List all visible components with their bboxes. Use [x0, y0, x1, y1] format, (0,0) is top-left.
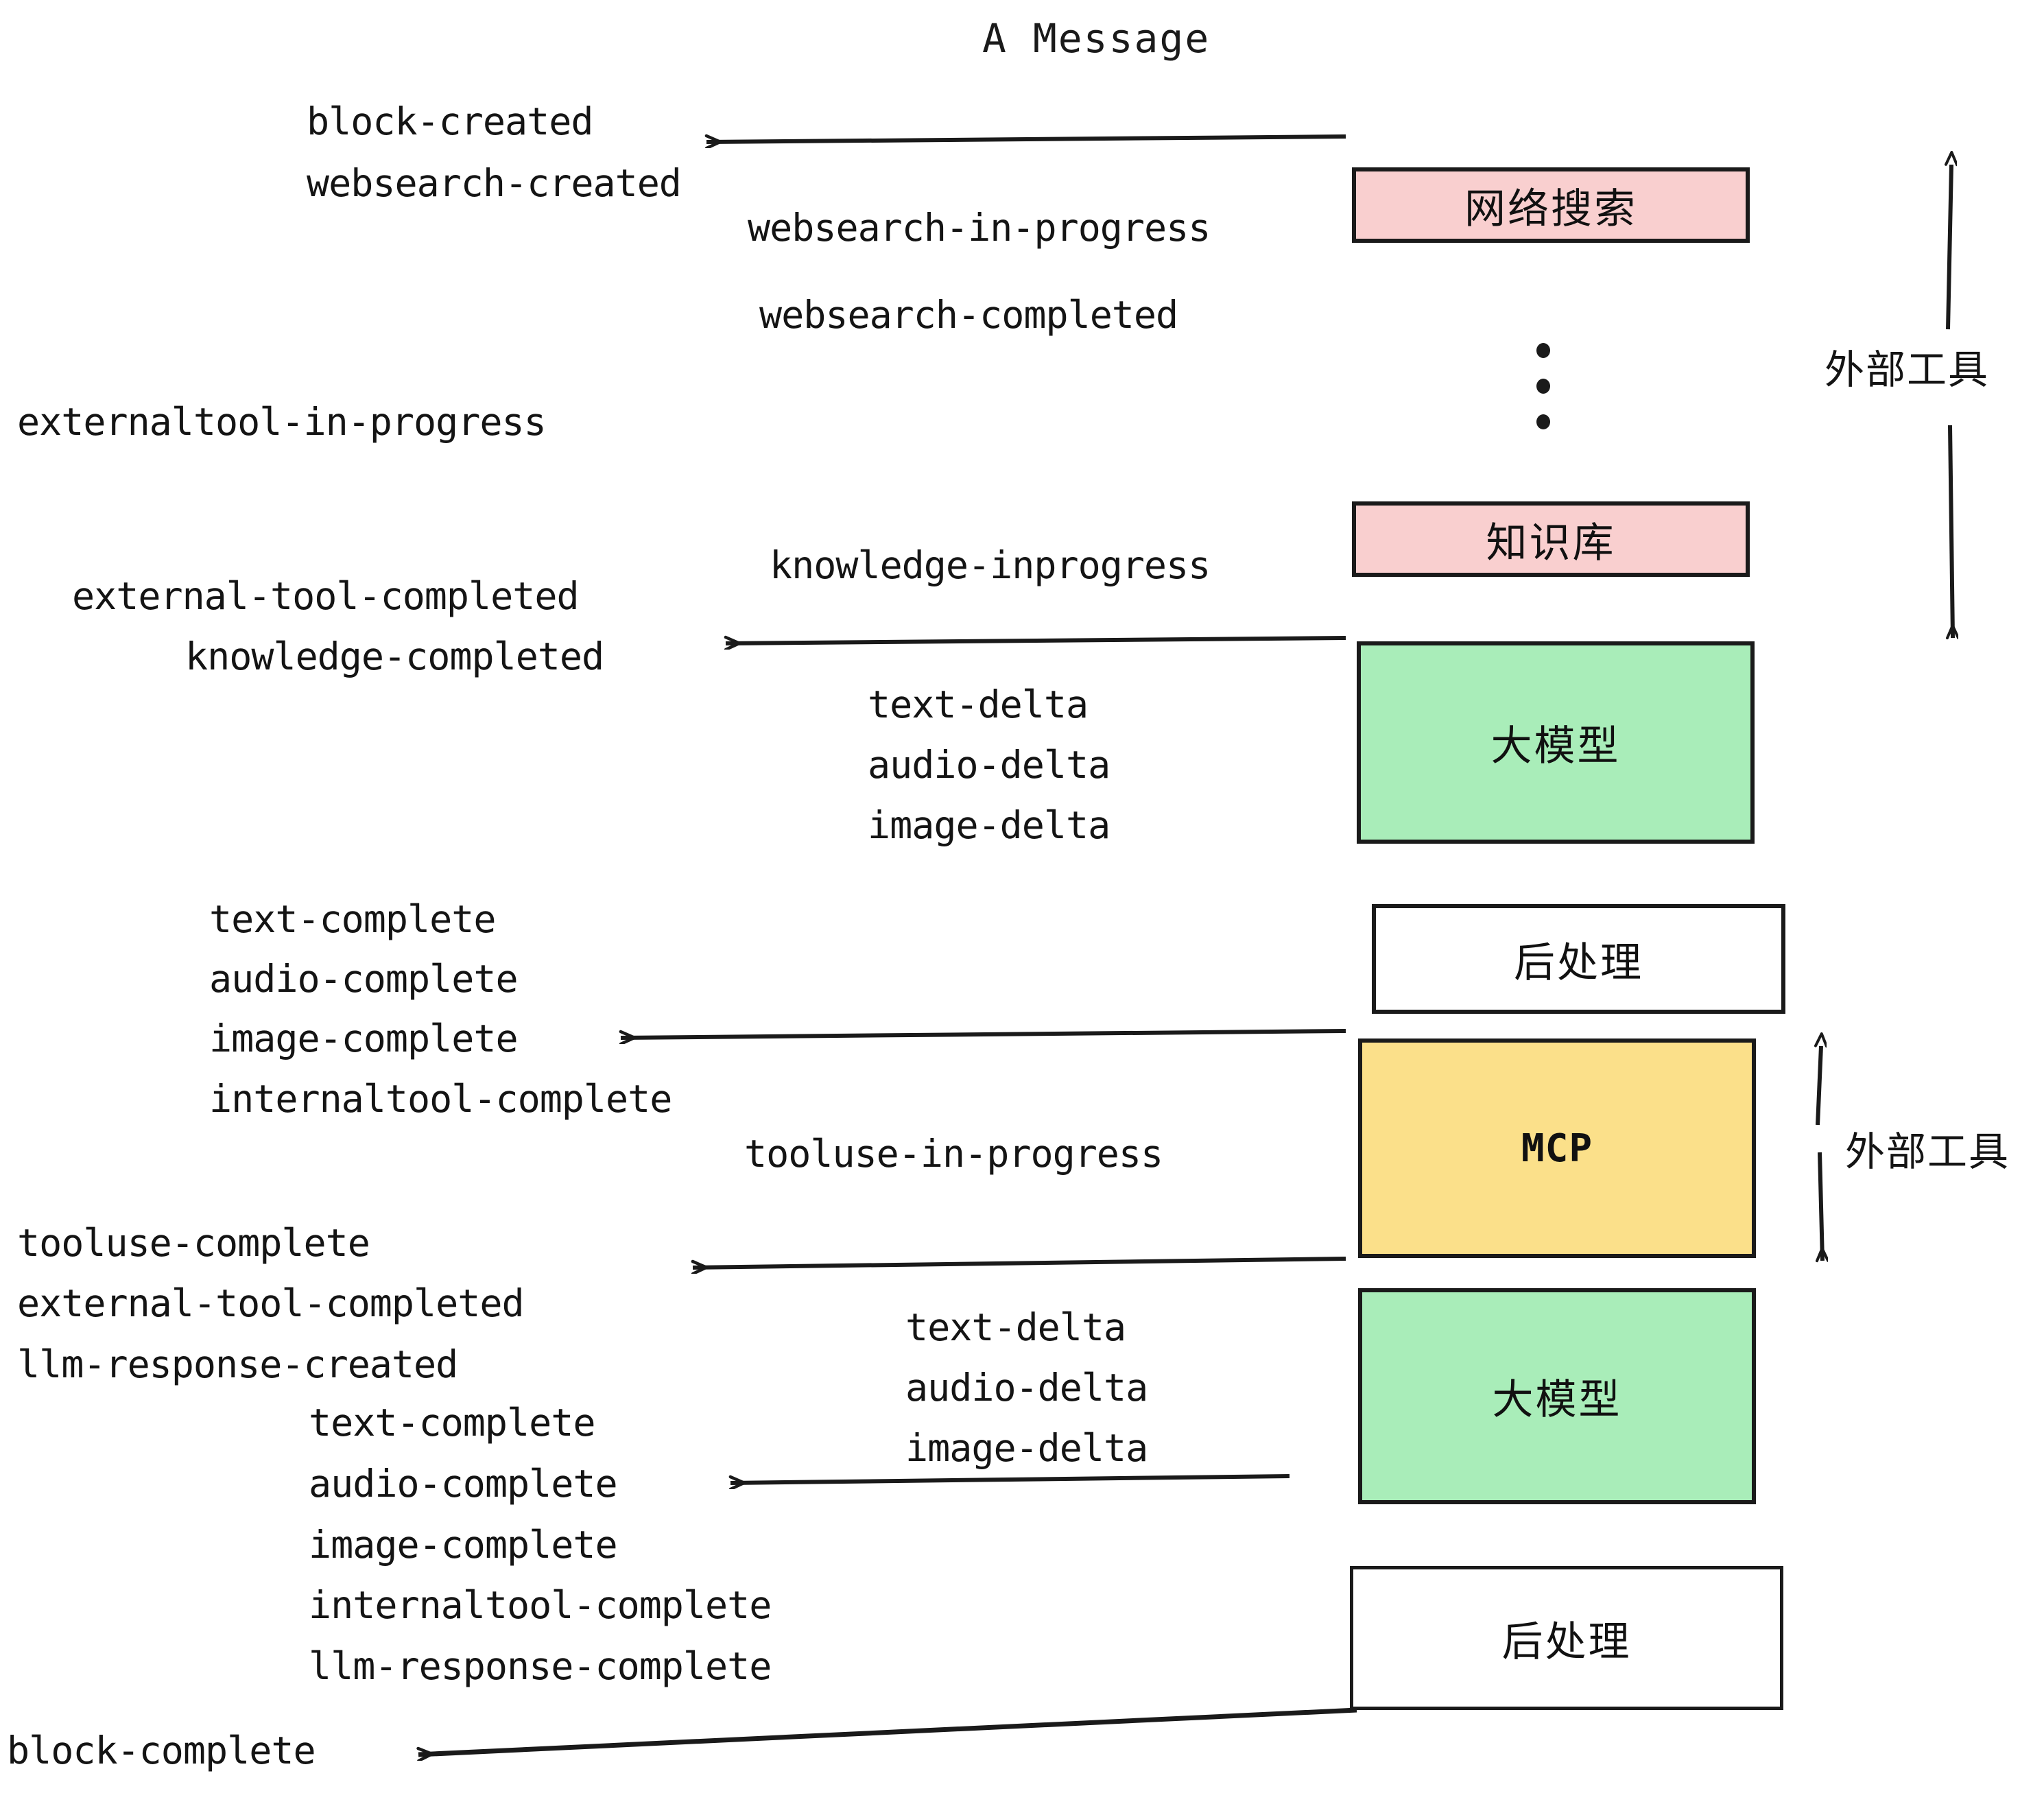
arrow-external-tools-top-up [1948, 165, 1951, 330]
event-label-text-delta-2: text-delta [905, 1305, 1126, 1349]
event-label-tooluse-in-progress: tooluse-in-progress [744, 1132, 1163, 1176]
page-title: A Message [982, 15, 1211, 62]
event-label-websearch-completed: websearch-completed [759, 293, 1178, 337]
arrow-mcp-to-tooluse-complete [693, 1257, 1346, 1268]
side-label-external-tools-top: 外部工具 [1825, 346, 1990, 393]
node-postprocess-first[interactable]: 后处理 [1372, 904, 1785, 1014]
event-label-block-complete: block-complete [7, 1729, 316, 1772]
event-label-llm-response-created: llm-response-created [17, 1342, 458, 1386]
event-label-llm-response-complete: llm-response-complete [309, 1644, 772, 1688]
event-label-external-tool-completed-2: external-tool-completed [17, 1281, 525, 1325]
node-llm-first-label: 大模型 [1490, 722, 1621, 770]
node-postprocess-first-label: 后处理 [1514, 938, 1643, 987]
event-label-external-tool-completed-1: external-tool-completed [72, 574, 580, 618]
arrow-websearch-to-created [706, 137, 1346, 142]
node-mcp[interactable]: MCP [1358, 1039, 1756, 1258]
node-mcp-label: MCP [1521, 1126, 1593, 1171]
event-label-internaltool-complete-2: internaltool-complete [309, 1583, 772, 1627]
node-knowledge-base[interactable]: 知识库 [1352, 501, 1750, 577]
node-llm-second-label: 大模型 [1492, 1376, 1622, 1424]
event-label-block-created: block-created [307, 99, 593, 143]
event-label-image-complete-2: image-complete [309, 1523, 618, 1567]
node-postprocess-second-label: 后处理 [1501, 1617, 1632, 1666]
event-label-internaltool-complete-1: internaltool-complete [209, 1077, 672, 1121]
node-websearch-label: 网络搜索 [1464, 185, 1637, 233]
event-label-knowledge-inprogress: knowledge-inprogress [770, 543, 1211, 587]
event-label-image-delta-2: image-delta [905, 1426, 1148, 1470]
event-label-externaltool-in-progress: externaltool-in-progress [17, 400, 547, 444]
node-llm-first[interactable]: 大模型 [1357, 641, 1755, 844]
arrow-postprocess-to-block-complete [418, 1707, 1357, 1755]
event-label-text-complete-2: text-complete [309, 1401, 595, 1445]
arrow-llm-to-audio-complete [730, 1474, 1290, 1483]
event-label-text-complete-1: text-complete [209, 897, 496, 941]
event-label-image-complete-1: image-complete [209, 1017, 519, 1060]
event-label-audio-delta-2: audio-delta [905, 1366, 1148, 1410]
side-label-external-tools-bottom: 外部工具 [1845, 1128, 2010, 1175]
event-label-audio-complete-2: audio-complete [309, 1462, 618, 1506]
node-knowledge-base-label: 知识库 [1486, 519, 1616, 567]
node-websearch[interactable]: 网络搜索 [1352, 167, 1750, 243]
event-label-tooluse-complete: tooluse-complete [17, 1221, 370, 1265]
event-label-audio-complete-1: audio-complete [209, 957, 519, 1001]
event-label-image-delta-1: image-delta [868, 803, 1110, 847]
arrow-knowledge-to-completed [726, 638, 1346, 643]
node-postprocess-second[interactable]: 后处理 [1350, 1566, 1783, 1710]
arrow-postprocess-to-image-complete [621, 1029, 1346, 1038]
arrow-external-tools-bottom-up [1818, 1046, 1821, 1126]
arrow-external-tools-bottom-down [1820, 1152, 1822, 1261]
event-label-websearch-created: websearch-created [307, 161, 682, 205]
event-label-websearch-in-progress: websearch-in-progress [748, 206, 1211, 250]
node-llm-second[interactable]: 大模型 [1358, 1288, 1756, 1504]
event-label-knowledge-completed: knowledge-completed [185, 634, 604, 678]
event-label-text-delta-1: text-delta [868, 683, 1089, 726]
event-label-audio-delta-1: audio-delta [868, 743, 1110, 787]
arrow-external-tools-top-down [1950, 425, 1953, 638]
